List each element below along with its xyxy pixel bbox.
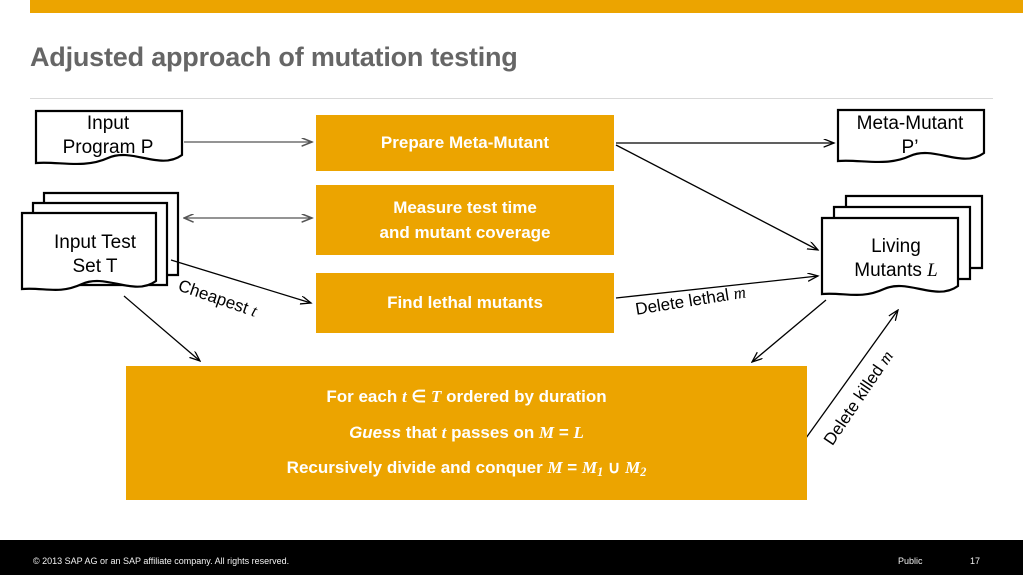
algorithm-line-2: Guess that t passes on M = L — [349, 420, 584, 446]
input-program-shape — [34, 109, 184, 166]
prepare-meta-mutant-text: Prepare Meta-Mutant — [380, 133, 550, 153]
algorithm-line-3: Recursively divide and conquer M = M1 ∪ … — [287, 455, 647, 481]
process-box-prepare-meta-mutant[interactable]: Prepare Meta-Mutant — [316, 115, 614, 171]
algorithm-line3-M2-base: M — [625, 458, 641, 478]
measure-test-time-line2: and mutant coverage — [379, 223, 551, 242]
find-lethal-mutants-text: Find lethal mutants — [387, 293, 543, 313]
algorithm-line3-equals: = — [562, 458, 582, 478]
algorithm-line3-union-symbol: ∪ — [603, 458, 626, 478]
algorithm-line3-a: Recursively divide and conquer — [286, 458, 548, 478]
arrow-prepare-to-living — [615, 144, 818, 250]
algorithm-line2-guess: Guess — [349, 422, 402, 442]
algorithm-line2-var-L: L — [573, 422, 584, 442]
algorithm-line-1: For each t ∈ T ordered by duration — [326, 384, 606, 410]
arrow-cheapest-t — [170, 259, 311, 303]
arrow-delete-killed — [805, 310, 898, 439]
algorithm-line2-var-t: t — [441, 422, 447, 442]
diagram-canvas — [20, 108, 986, 439]
footer-bar — [0, 540, 1023, 575]
footer-classification: Public — [898, 556, 923, 566]
footer-copyright: © 2013 SAP AG or an SAP affiliate compan… — [33, 556, 290, 566]
algorithm-line3-M1-sub: 1 — [597, 465, 604, 480]
algorithm-line2-equals: = — [554, 422, 574, 442]
algorithm-line1-member-symbol: ∈ — [406, 387, 431, 407]
algorithm-line2-a: that — [401, 422, 442, 442]
measure-test-time-line1: Measure test time — [393, 197, 537, 217]
algorithm-line3-var-M2: M2 — [625, 458, 647, 480]
process-box-measure-test-time[interactable]: Measure test time and mutant coverage — [316, 185, 614, 255]
algorithm-line2-var-M: M — [539, 422, 555, 442]
process-box-algorithm[interactable]: For each t ∈ T ordered by duration Guess… — [126, 366, 807, 500]
living-mutants-sheet-front — [820, 216, 960, 297]
footer-page-number: 17 — [970, 556, 981, 566]
algorithm-line3-M1-base: M — [581, 458, 598, 478]
top-accent-band — [30, 0, 1023, 13]
meta-mutant-shape — [836, 108, 986, 164]
algorithm-line1-a: For each — [326, 387, 402, 407]
arrow-living-to-algorithm — [752, 299, 827, 362]
algorithm-line1-c: ordered by duration — [441, 387, 607, 407]
process-box-find-lethal-mutants[interactable]: Find lethal mutants — [316, 273, 614, 333]
algorithm-line3-M2-sub: 2 — [640, 465, 647, 480]
arrow-delete-lethal — [615, 276, 818, 299]
algorithm-line3-var-M: M — [547, 458, 563, 478]
page-title: Adjusted approach of mutation testing — [30, 42, 518, 72]
algorithm-line3-var-M1: M1 — [581, 458, 604, 480]
algorithm-line1-var-t: t — [401, 387, 407, 407]
algorithm-line1-var-T: T — [430, 387, 442, 407]
arrow-testset-to-algorithm — [123, 295, 200, 361]
title-divider — [30, 98, 993, 99]
input-test-sheet-front — [20, 211, 158, 292]
algorithm-line2-b: passes on — [446, 422, 540, 442]
